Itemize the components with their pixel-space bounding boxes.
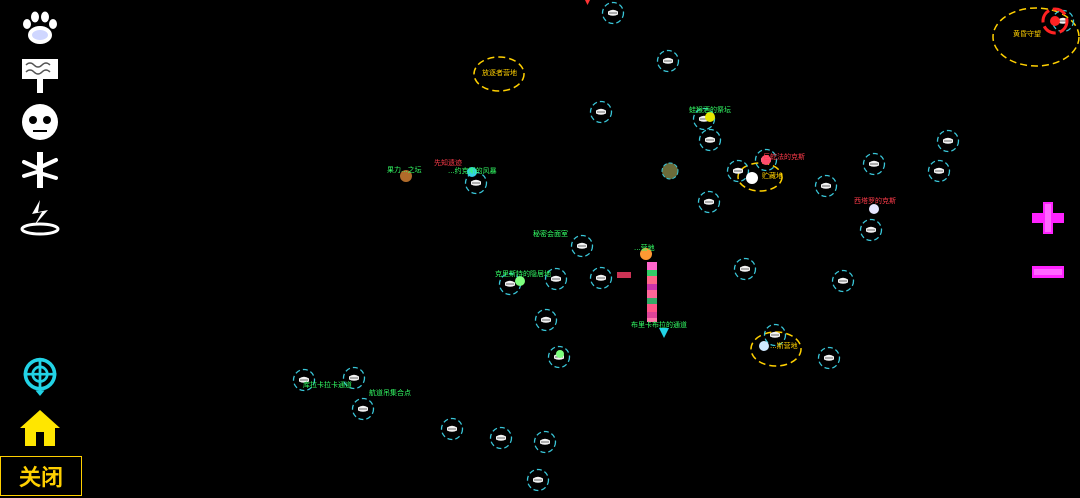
creature-icon [640,248,652,260]
zoom-out-icon[interactable] [1030,262,1066,282]
creature-icon [515,276,525,286]
map-marker[interactable] [351,397,375,421]
creature-icon [400,170,412,182]
creature-icon [467,167,477,177]
tree-icon[interactable] [18,150,62,190]
map-marker[interactable] [534,308,558,332]
zoom-in-icon[interactable] [1030,200,1066,236]
face-icon[interactable] [18,102,62,142]
creature-icon [759,341,769,351]
map-marker[interactable] [589,266,613,290]
map-marker[interactable] [601,1,625,25]
paw-icon[interactable] [18,8,62,48]
map-label[interactable]: 蛙猴酒的祭坛 [689,106,731,114]
creature-icon [661,162,679,180]
map-marker[interactable] [589,100,613,124]
creature-icon [705,112,715,122]
camp-rings [473,7,1080,367]
map-label[interactable]: 西塔罗的克斯 [854,197,896,205]
map-marker[interactable] [526,468,550,492]
map-marker[interactable] [927,159,951,183]
map-label[interactable]: 黄昏守望 [1013,30,1041,38]
map-marker[interactable] [570,234,594,258]
map-marker[interactable] [697,190,721,214]
map-marker[interactable] [814,174,838,198]
passage-strip [617,262,657,322]
map-marker[interactable] [733,257,757,281]
map-label[interactable]: ...约克斯的风暴 [448,167,497,175]
home-icon[interactable] [18,406,62,450]
map-marker[interactable] [698,128,722,152]
player-location-icon [1041,7,1069,35]
target-icon[interactable] [18,356,62,396]
map-label[interactable]: 秘密会面室 [533,230,568,238]
map-marker[interactable] [859,218,883,242]
map-marker[interactable] [440,417,464,441]
creature-icon [869,204,879,214]
map-marker[interactable] [817,346,841,370]
map-marker[interactable] [656,49,680,73]
map-label[interactable]: 先知遗迹 [434,159,462,167]
creature-icon [761,155,771,165]
map-label[interactable]: 克里斯特的隐居地 [495,270,551,278]
camp-ring-storage [737,162,783,192]
creature-icon [556,350,564,358]
camp-ring-exiles [473,56,525,92]
map-label[interactable]: 布里卡布拉的通道 [631,321,687,329]
map-marker[interactable] [862,152,886,176]
creature-icons[interactable] [400,0,1069,358]
map-label[interactable]: 航道吊集合点 [369,389,411,397]
map-label[interactable]: 库拉卡拉卡通道 [303,381,352,389]
map-label[interactable]: ...营地 [634,244,655,252]
creature-icon [746,172,758,184]
campfire-icon[interactable] [18,196,62,236]
map-marker[interactable] [936,129,960,153]
map-label[interactable]: 巨蛇法的克斯 [763,153,805,161]
enemy-marker-icon [585,0,590,5]
map-marker[interactable] [489,426,513,450]
map-label[interactable]: 放逐者营地 [482,69,517,77]
signpost-icon[interactable] [18,55,62,95]
map-marker[interactable] [831,269,855,293]
map-label[interactable]: 贮藏地 [762,172,783,180]
map-markers [292,1,1075,492]
close-button[interactable]: 关闭 [0,456,82,496]
map-label[interactable]: ...斯营地 [770,342,798,350]
waypoint-arrow-icon [659,328,669,338]
map-marker[interactable] [533,430,557,454]
map-label[interactable]: 果力...之坛 [387,166,422,174]
camp-ring-dusk [992,7,1080,67]
